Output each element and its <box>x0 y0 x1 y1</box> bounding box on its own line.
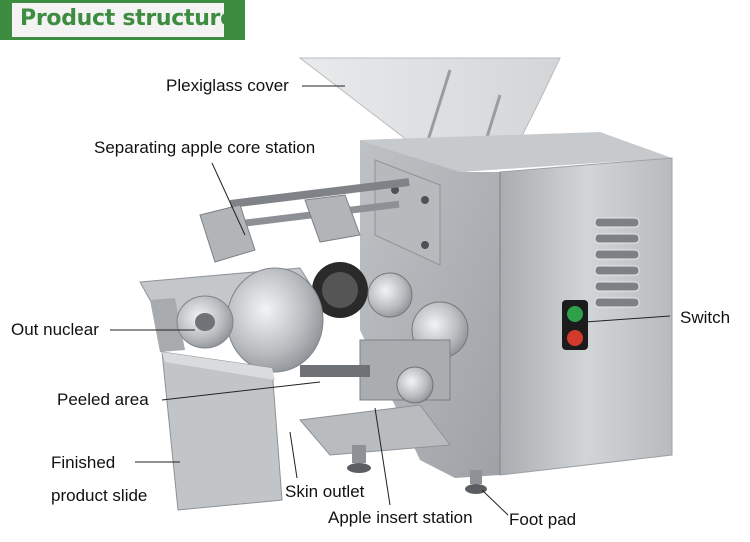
label-peeled-area: Peeled area <box>57 390 149 409</box>
foot-pads <box>347 445 487 494</box>
section-header: Product structure <box>0 0 245 40</box>
label-apple-insert-station: Apple insert station <box>328 508 473 527</box>
label-plexiglass-cover: Plexiglass cover <box>166 76 289 95</box>
insert-mechanism <box>299 339 451 456</box>
label-foot-pad: Foot pad <box>509 510 577 529</box>
peeler-barrel <box>176 267 324 373</box>
label-switch: Switch <box>680 308 731 327</box>
label-skin-outlet: Skin outlet <box>285 482 365 501</box>
label-finished-line1: Finished <box>51 453 116 472</box>
label-core-station: Separating apple core station <box>94 138 316 157</box>
callout-lines <box>110 85 671 516</box>
power-switch[interactable] <box>562 300 588 350</box>
section-title: Product structure <box>20 6 235 31</box>
product-slide <box>161 351 283 511</box>
vent-slots <box>594 217 640 308</box>
core-station-rods <box>199 178 410 263</box>
label-out-nuclear: Out nuclear <box>11 320 99 339</box>
label-finished-line2: product slide <box>51 486 148 505</box>
